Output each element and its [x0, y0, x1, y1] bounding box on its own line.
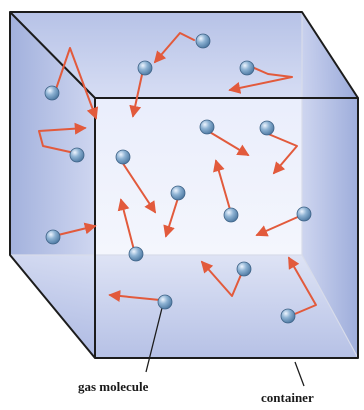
leader-lines — [145, 307, 305, 387]
gas-molecule — [128, 246, 144, 262]
arrow-9 — [207, 130, 250, 156]
gas-molecule — [223, 207, 239, 223]
arrow-16 — [288, 256, 317, 317]
arrow-14 — [200, 260, 244, 297]
arrow-5 — [38, 122, 87, 153]
gas-molecule — [45, 229, 61, 245]
molecules — [44, 33, 312, 324]
arrow-7 — [121, 161, 156, 214]
gas-molecule — [239, 60, 255, 76]
gas-molecule — [199, 119, 215, 135]
arrow-10 — [213, 159, 232, 214]
gas-molecule — [157, 294, 173, 310]
arrow-15 — [108, 290, 161, 302]
arrow-4 — [55, 47, 99, 120]
gas-molecule — [296, 206, 312, 222]
arrow-13 — [117, 198, 135, 251]
gas-molecule — [69, 147, 85, 163]
arrow-11 — [265, 132, 298, 175]
gas-molecule — [170, 185, 186, 201]
top-face — [10, 12, 358, 98]
gas-molecule-leader — [145, 307, 163, 373]
container-leader — [294, 361, 305, 387]
gas-molecule-label: gas molecule — [78, 379, 149, 394]
arrow-1 — [153, 32, 195, 64]
container-cube — [9, 11, 359, 359]
motion-arrows — [38, 32, 317, 317]
bottom-face — [10, 255, 358, 358]
gas-molecule — [195, 33, 211, 49]
container-label: container — [261, 390, 314, 405]
gas-molecule — [236, 261, 252, 277]
arrow-8 — [163, 197, 179, 238]
gas-molecule — [44, 85, 60, 101]
gas-molecule — [115, 149, 131, 165]
arrow-3 — [129, 69, 144, 118]
gas-molecule — [259, 120, 275, 136]
gas-molecule — [137, 60, 153, 76]
arrow-12 — [255, 215, 301, 237]
arrow-6 — [57, 222, 97, 236]
visible-edges — [9, 11, 359, 359]
gas-molecule — [280, 308, 296, 324]
arrow-2 — [228, 66, 293, 94]
